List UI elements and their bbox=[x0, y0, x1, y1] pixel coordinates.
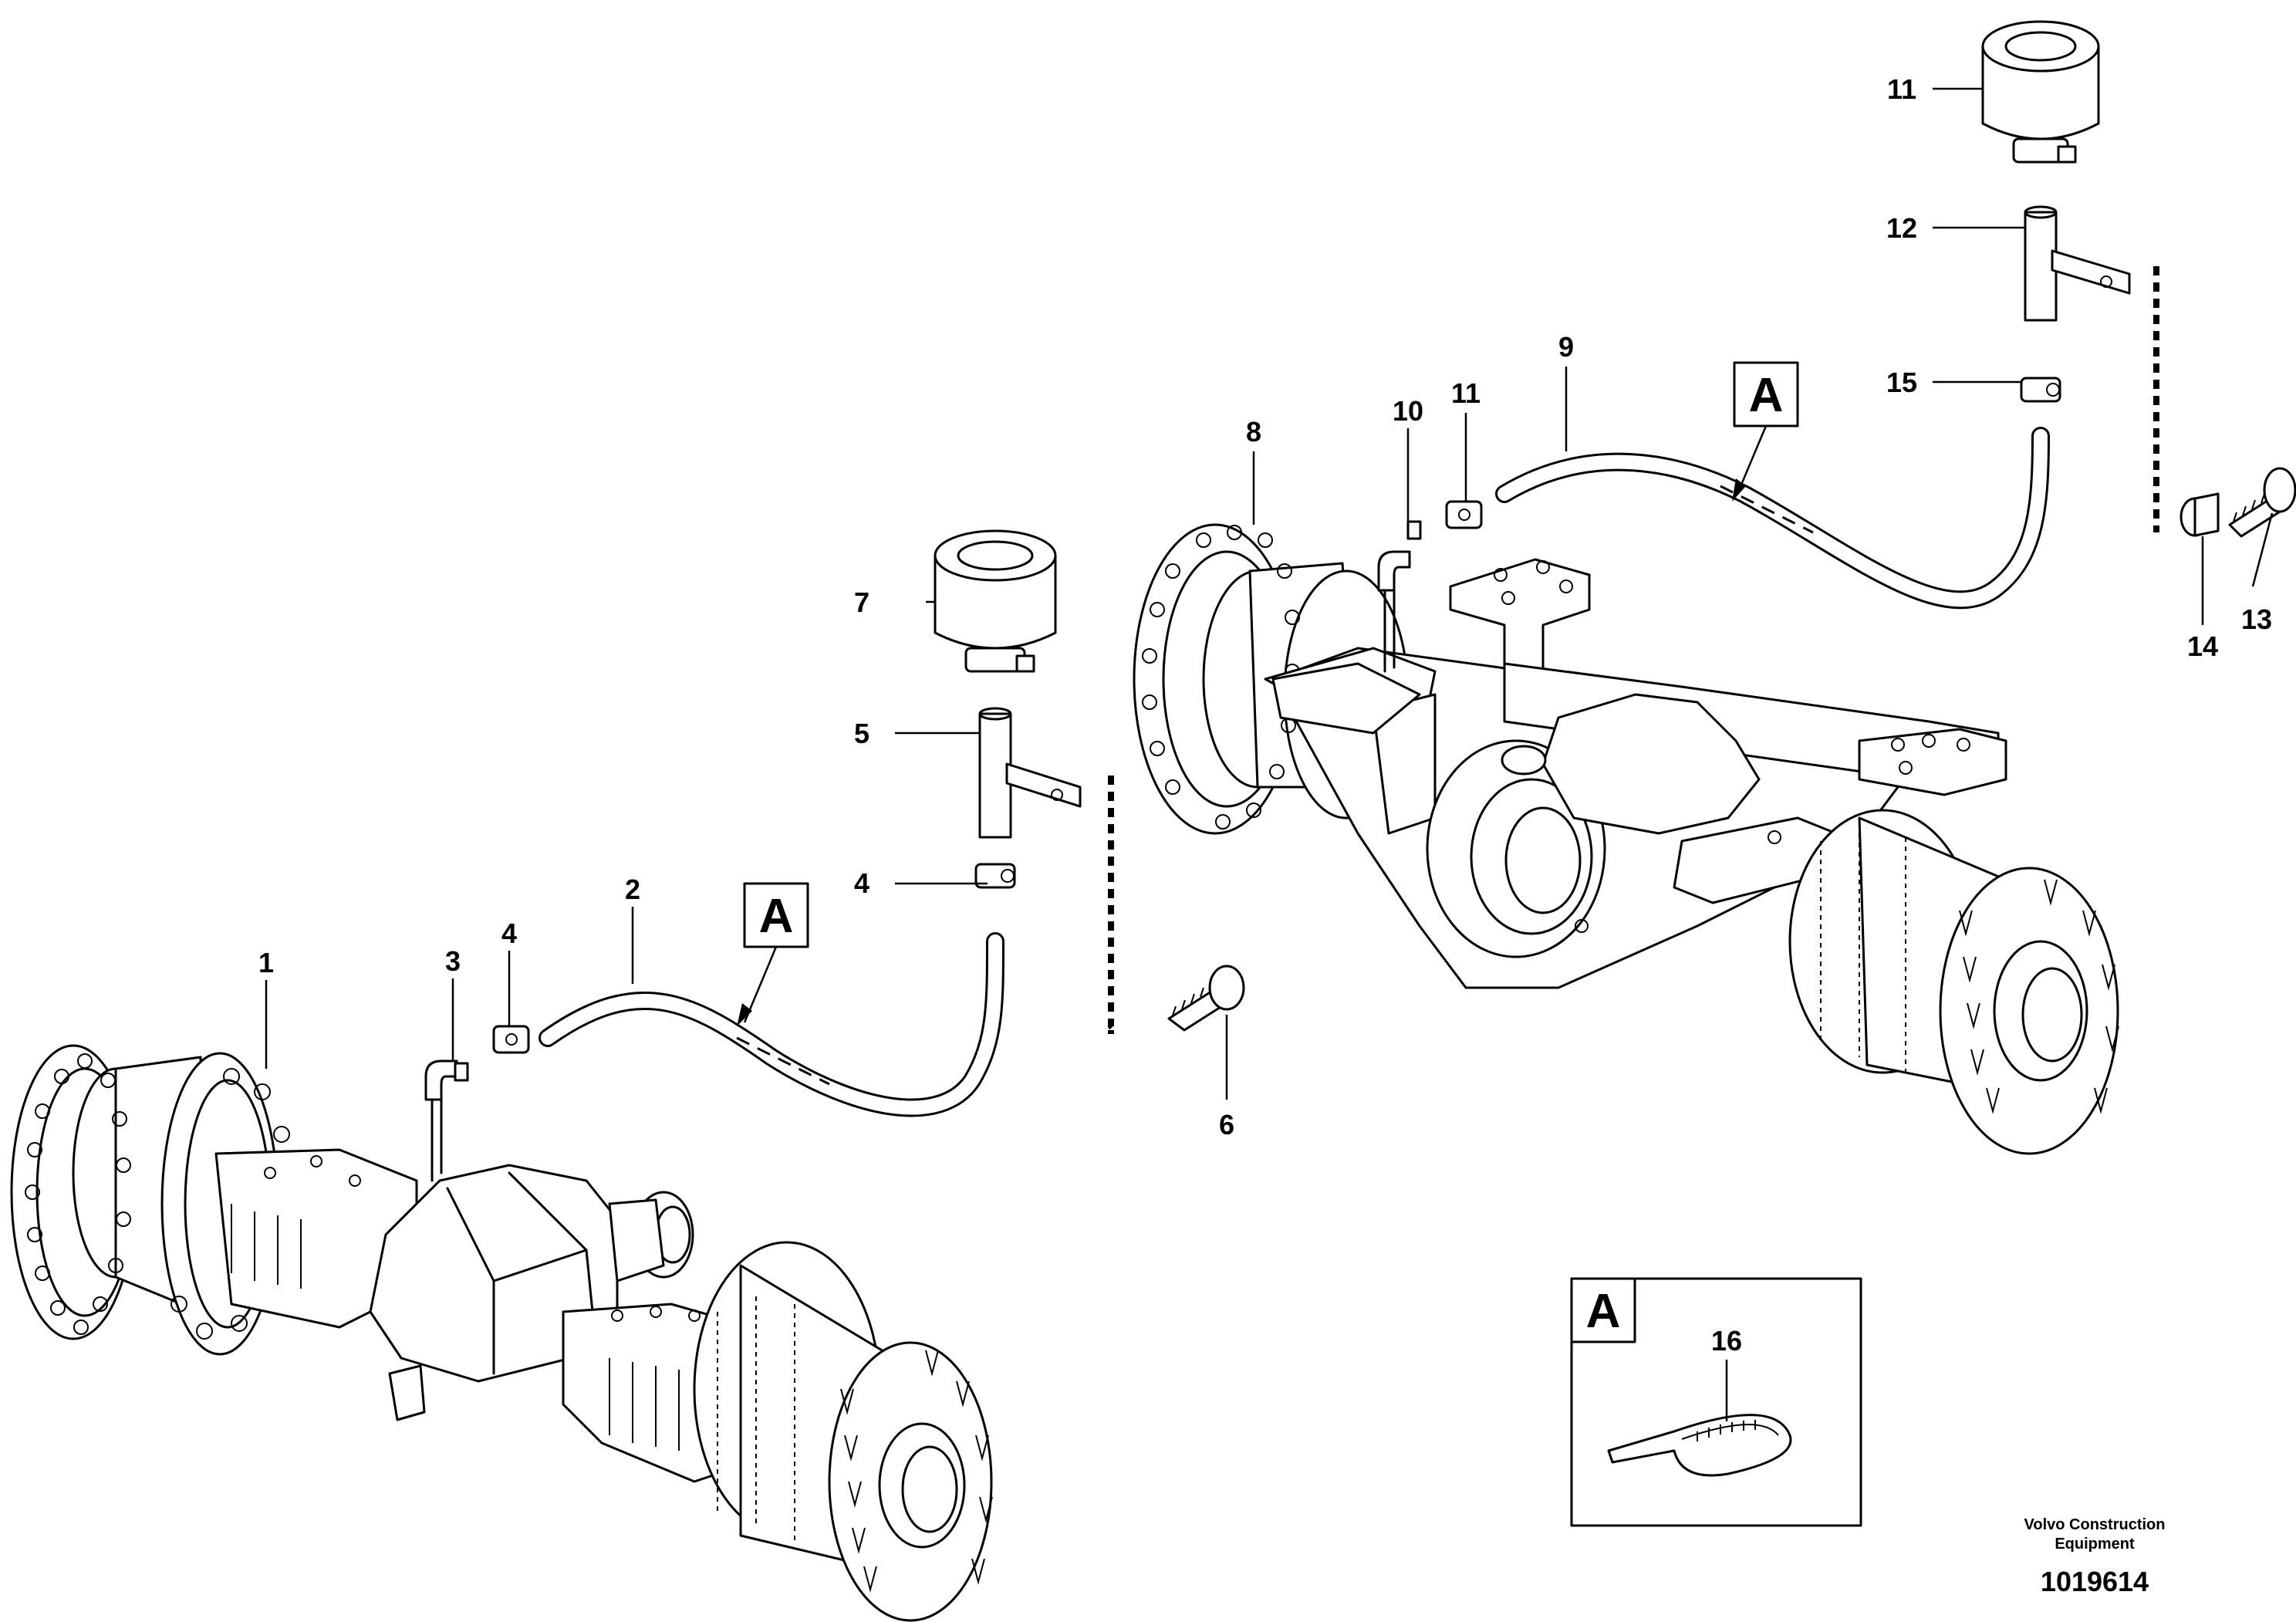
leader-lines bbox=[265, 87, 2274, 1100]
callout-11-rear-clamp: 11 bbox=[1451, 377, 1481, 409]
footer-company-line-2: Equipment bbox=[2055, 1536, 2135, 1553]
rear-bolt bbox=[2228, 467, 2296, 538]
front-breather-tube bbox=[978, 712, 1012, 839]
rear-hose-clamp bbox=[1445, 500, 1483, 529]
front-breather-hose bbox=[492, 529, 1245, 1117]
callout-labels: 1 2 3 4 4 5 6 7 8 9 10 11 11 12 13 14 15… bbox=[258, 73, 2272, 1357]
callout-7: 7 bbox=[854, 586, 869, 618]
callout-11-rear-filter: 11 bbox=[1887, 73, 1916, 105]
rear-breather-tube bbox=[2024, 211, 2058, 322]
front-bolt bbox=[1167, 965, 1245, 1032]
callout-16: 16 bbox=[1711, 1325, 1742, 1357]
tag-a-rear-label: A bbox=[1749, 369, 1784, 422]
callout-15: 15 bbox=[1886, 367, 1917, 398]
front-breather-bracket bbox=[1005, 762, 1082, 808]
rear-breather-filter bbox=[1981, 20, 2100, 164]
tag-a-rear bbox=[1732, 361, 1799, 502]
cable-tie bbox=[1607, 1414, 1792, 1477]
callout-5: 5 bbox=[854, 718, 869, 749]
document-number: 1019614 bbox=[2041, 1566, 2149, 1597]
front-axle-left-hub bbox=[10, 1044, 295, 1356]
callout-1: 1 bbox=[258, 947, 274, 978]
callout-14: 14 bbox=[2187, 630, 2218, 662]
callout-3: 3 bbox=[445, 945, 461, 977]
callout-4b: 4 bbox=[854, 867, 869, 899]
callout-12: 12 bbox=[1886, 212, 1917, 244]
front-axle bbox=[10, 1044, 993, 1622]
callout-13: 13 bbox=[2241, 603, 2272, 635]
detail-a-label: A bbox=[1586, 1285, 1621, 1338]
footer: Volvo Construction Equipment 1019614 bbox=[2024, 1516, 2166, 1597]
detail-a-box bbox=[1570, 1277, 1862, 1527]
rear-breather-hose bbox=[1445, 20, 2296, 610]
callout-6: 6 bbox=[1219, 1109, 1234, 1140]
front-hose-clamp bbox=[492, 1025, 530, 1054]
front-breather-filter bbox=[934, 529, 1057, 673]
callout-2: 2 bbox=[625, 874, 640, 905]
rear-axle bbox=[1133, 520, 2119, 1155]
footer-company-line-1: Volvo Construction bbox=[2024, 1516, 2166, 1533]
callout-9: 9 bbox=[1558, 331, 1574, 363]
rear-breather-clamp bbox=[2020, 377, 2061, 403]
rear-breather-bracket bbox=[2051, 249, 2131, 295]
tag-a-front bbox=[737, 882, 809, 1026]
callout-10: 10 bbox=[1393, 395, 1423, 427]
callout-4: 4 bbox=[501, 917, 517, 949]
tag-a-front-label: A bbox=[759, 890, 794, 943]
callout-8: 8 bbox=[1246, 416, 1261, 448]
front-axle-right-hub bbox=[693, 1241, 993, 1622]
rear-axle-right-hub bbox=[1788, 809, 2119, 1155]
rear-spacer bbox=[2180, 492, 2220, 537]
